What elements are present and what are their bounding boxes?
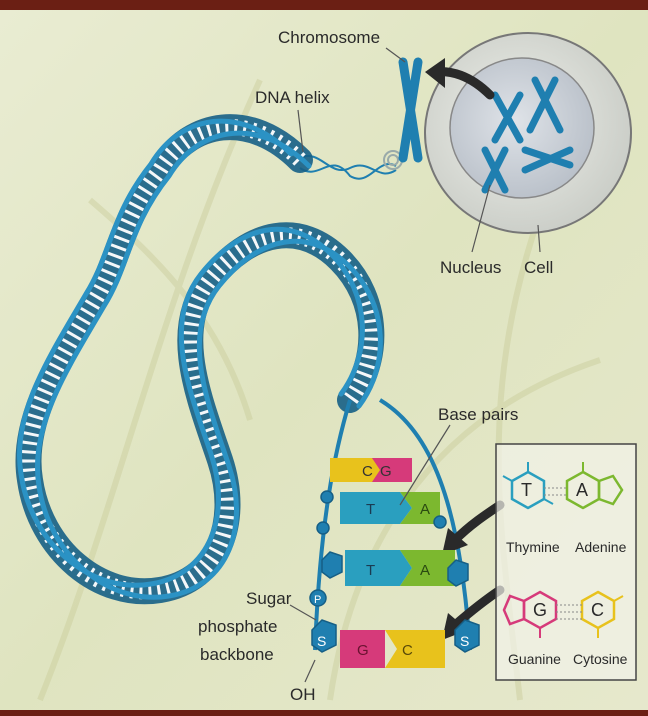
row4-left-base: G — [357, 642, 369, 659]
phosphate-letter-left: P — [314, 594, 321, 606]
sugar-node-left-3 — [321, 491, 333, 503]
row1-left-base: C — [362, 463, 373, 480]
sugar-backbone-label-line1: Sugar — [246, 589, 292, 608]
oh-label: OH — [290, 685, 316, 704]
base-key-box: T A Thymine Adenine G C Guanine — [496, 444, 636, 680]
row2-left-base: T — [366, 501, 375, 518]
row3-right-base: A — [420, 562, 430, 579]
row1-right-base: G — [380, 463, 392, 480]
adenine-letter: A — [576, 480, 588, 500]
sugar-letter-right: S — [460, 633, 469, 649]
nucleus-label: Nucleus — [440, 258, 501, 277]
thymine-name: Thymine — [506, 539, 560, 555]
cell — [425, 33, 631, 233]
phosphate-node-left-2 — [317, 522, 329, 534]
sugar-letter-left: S — [317, 633, 326, 649]
row4-right-base: C — [402, 642, 413, 659]
sugar-backbone-label-line3: backbone — [200, 645, 274, 664]
guanine-name: Guanine — [508, 651, 561, 667]
dna-helix-label: DNA helix — [255, 88, 330, 107]
base-pair-row-3: T A — [345, 550, 455, 586]
cell-label: Cell — [524, 258, 553, 277]
base-pair-row-1: C G — [330, 458, 412, 482]
sugar-backbone-label-line2: phosphate — [198, 617, 277, 636]
row2-right-base: A — [420, 501, 430, 518]
row3-left-base: T — [366, 562, 375, 579]
chromosome-label: Chromosome — [278, 28, 380, 47]
guanine-letter: G — [533, 600, 547, 620]
cytosine-name: Cytosine — [573, 651, 628, 667]
thymine-letter: T — [521, 480, 532, 500]
base-pair-row-2: T A — [340, 492, 440, 524]
cytosine-letter: C — [591, 600, 604, 620]
base-pairs-label: Base pairs — [438, 405, 518, 424]
sugar-node-right-3 — [434, 516, 446, 528]
adenine-name: Adenine — [575, 539, 627, 555]
